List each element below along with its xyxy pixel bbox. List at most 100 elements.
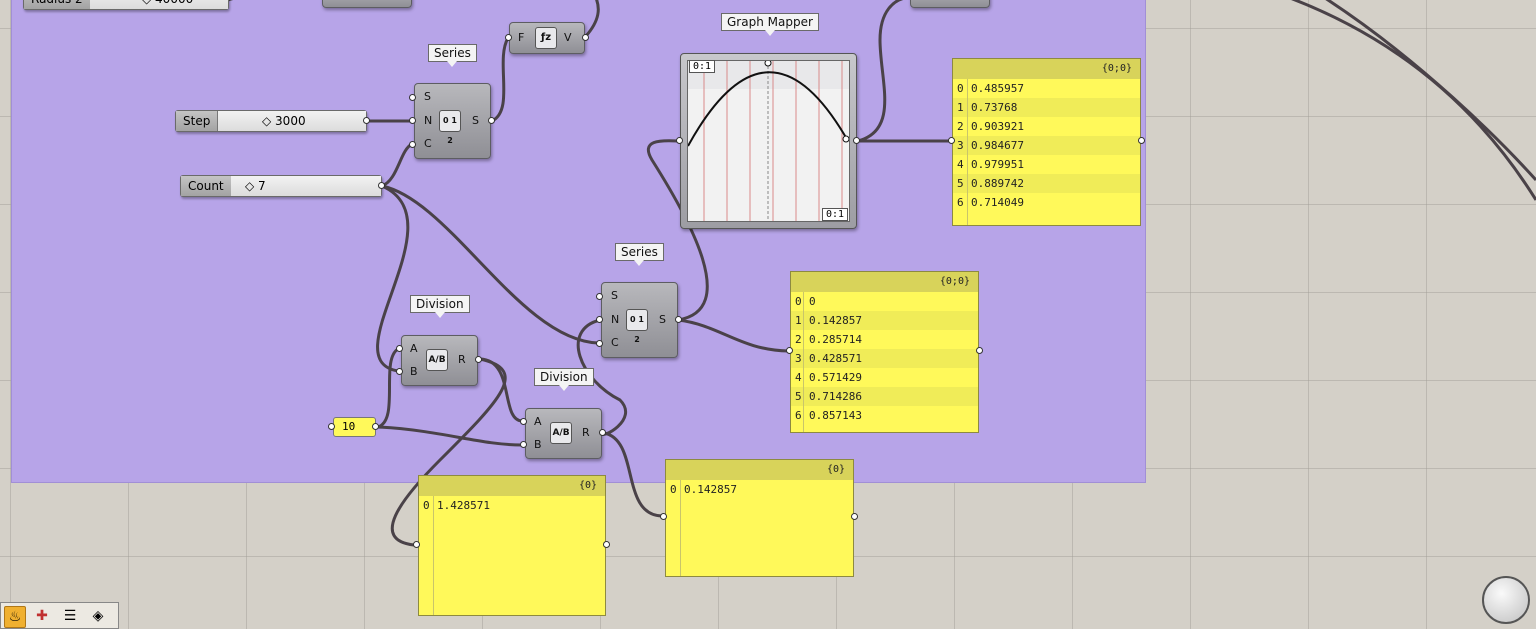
row-index: 3 <box>795 352 802 365</box>
partial-component[interactable] <box>322 0 412 8</box>
output-grip[interactable] <box>851 513 858 520</box>
row-index: 0 <box>670 483 677 496</box>
input-grip[interactable] <box>409 94 416 101</box>
canvas-toolbar: ♨ ✚ ☰ ◈ <box>0 602 119 629</box>
radius-slider[interactable]: Radius 2 ◇ 40000 <box>23 0 229 10</box>
output-grip[interactable] <box>488 117 495 124</box>
port-out-s: S <box>472 114 479 127</box>
slider-track[interactable]: ◇ 7 <box>231 176 381 196</box>
slider-label: Step <box>176 111 219 131</box>
layers-icon[interactable]: ☰ <box>63 608 77 624</box>
row-value: 0.428571 <box>809 352 862 365</box>
output-grip[interactable] <box>372 423 379 430</box>
input-grip[interactable] <box>596 293 603 300</box>
output-grip[interactable] <box>675 316 682 323</box>
input-grip[interactable] <box>786 347 793 354</box>
graph-mapper[interactable]: 0:1 0:1 <box>680 53 857 229</box>
port-c: C <box>611 336 619 349</box>
input-grip[interactable] <box>660 513 667 520</box>
output-grip[interactable] <box>475 356 482 363</box>
port-b: B <box>534 438 542 451</box>
series-tooltip: Series <box>615 243 664 266</box>
output-grip[interactable] <box>378 182 385 189</box>
step-slider[interactable]: Step ◇ 3000 <box>175 110 367 132</box>
input-grip[interactable] <box>396 368 403 375</box>
panel-header: {0;0} <box>953 59 1140 79</box>
row-value: 0.73768 <box>971 101 1018 114</box>
row-index: 6 <box>795 409 802 422</box>
input-grip[interactable] <box>413 541 420 548</box>
output-grip[interactable] <box>599 429 606 436</box>
input-grip[interactable] <box>948 137 955 144</box>
range-label: 0:1 <box>821 208 848 221</box>
input-grip[interactable] <box>409 141 416 148</box>
output-grip[interactable] <box>1138 137 1145 144</box>
panel-row: 5 0.714286 <box>791 387 978 406</box>
row-value: 0.714286 <box>809 390 862 403</box>
division-icon: A/B <box>550 422 572 444</box>
output-grip[interactable] <box>582 34 589 41</box>
fz-component[interactable]: F ƒz V <box>509 22 585 54</box>
division-icon: A/B <box>426 349 448 371</box>
port-a: A <box>410 342 418 355</box>
input-grip[interactable] <box>596 340 603 347</box>
division-component[interactable]: A B A/B R <box>525 408 602 459</box>
port-out-r: R <box>582 426 590 439</box>
slider-track[interactable]: ◇ 40000 <box>90 0 228 9</box>
output-grip[interactable] <box>853 137 860 144</box>
slider-value: ◇ 3000 <box>262 114 306 128</box>
port-s: S <box>424 90 431 103</box>
output-grip[interactable] <box>603 541 610 548</box>
range-label: 0:1 <box>689 60 716 73</box>
row-index: 4 <box>795 371 802 384</box>
input-grip[interactable] <box>520 441 527 448</box>
series-tooltip: Series <box>428 44 477 67</box>
division-tooltip: Division <box>534 368 594 391</box>
input-grip[interactable] <box>409 117 416 124</box>
row-value: 0.485957 <box>971 82 1024 95</box>
panel-header: {0} <box>666 460 853 480</box>
input-grip[interactable] <box>520 418 527 425</box>
input-grip[interactable] <box>505 34 512 41</box>
graph-plot[interactable] <box>687 60 850 222</box>
series-component[interactable]: S N C 0 1 2 S <box>414 83 491 159</box>
output-grip[interactable] <box>363 117 370 124</box>
row-value: 0.979951 <box>971 158 1024 171</box>
input-grip[interactable] <box>396 345 403 352</box>
panel-header: {0} <box>419 476 605 496</box>
row-value: 0 <box>809 295 816 308</box>
count-slider[interactable]: Count ◇ 7 <box>180 175 382 197</box>
slider-track[interactable]: ◇ 3000 <box>218 111 366 131</box>
input-grip[interactable] <box>676 137 683 144</box>
canvas-icon[interactable]: ♨ <box>4 606 26 628</box>
row-index: 5 <box>795 390 802 403</box>
partial-component[interactable] <box>910 0 990 8</box>
series-component[interactable]: S N C 0 1 2 S <box>601 282 678 358</box>
add-icon[interactable]: ✚ <box>36 608 48 624</box>
number-parameter[interactable]: 10 <box>333 417 376 437</box>
output-grip[interactable] <box>976 347 983 354</box>
row-value: 0.714049 <box>971 196 1024 209</box>
input-grip[interactable] <box>328 423 335 430</box>
row-value: 0.571429 <box>809 371 862 384</box>
capture-icon[interactable]: ◈ <box>92 608 104 624</box>
input-grip[interactable] <box>596 316 603 323</box>
division-component[interactable]: A B A/B R <box>401 335 478 386</box>
division-tooltip: Division <box>410 295 470 318</box>
navigation-compass-icon[interactable] <box>1482 576 1530 624</box>
